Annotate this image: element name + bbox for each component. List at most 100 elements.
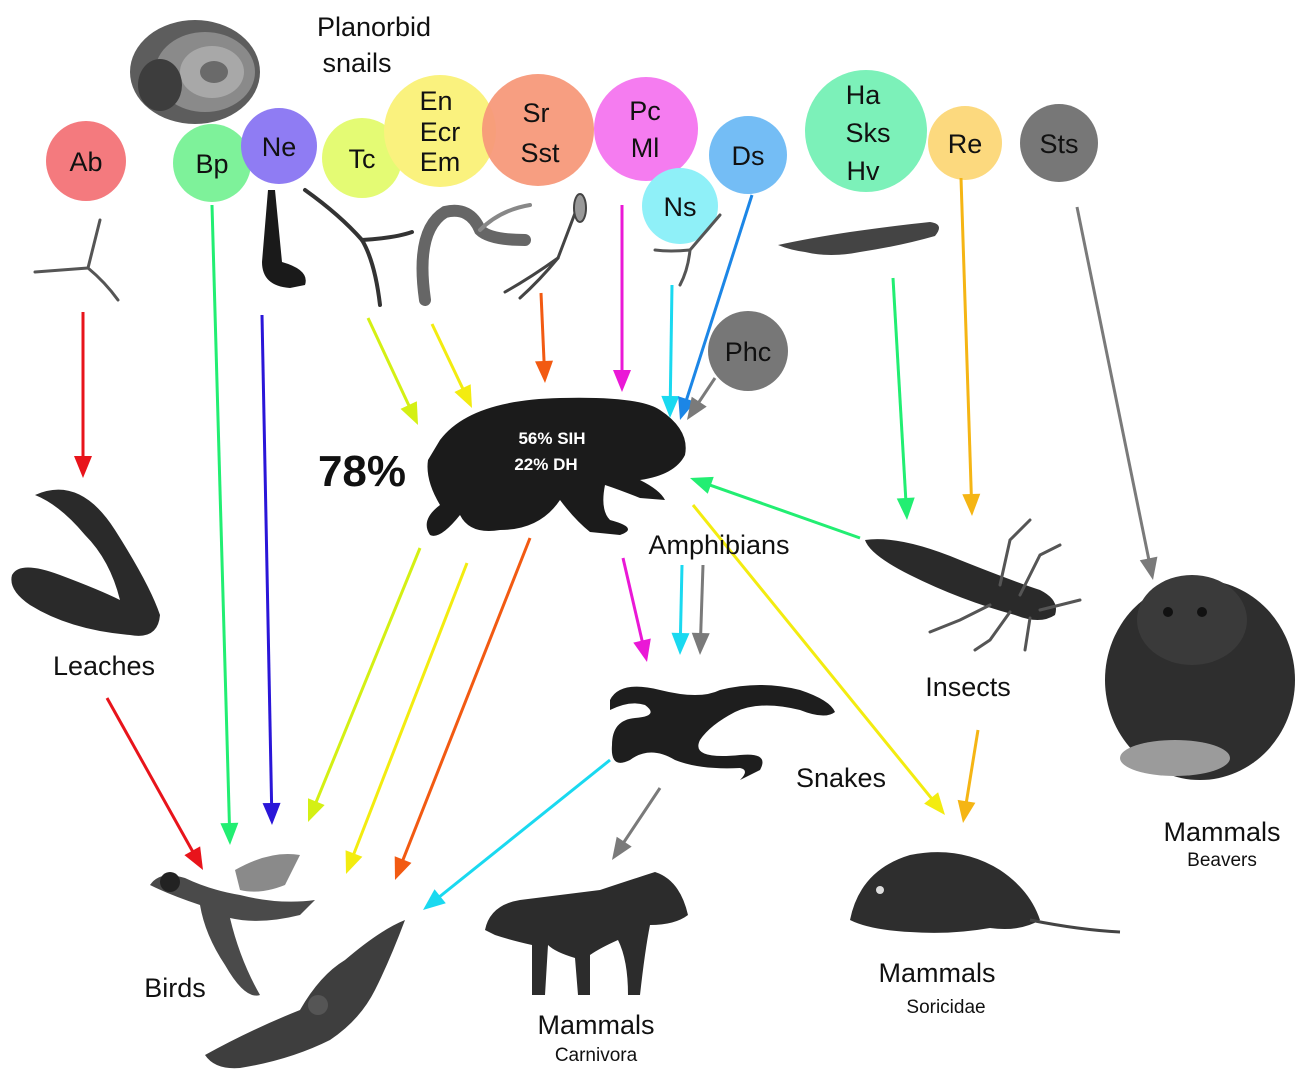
arrow-lime-15 bbox=[308, 548, 420, 822]
node-ha-label-1: Ha bbox=[846, 80, 881, 110]
arrow-blue-3 bbox=[262, 315, 281, 825]
node-bp-label: Bp bbox=[195, 149, 228, 179]
arrow-grey-24 bbox=[612, 788, 660, 860]
insects-label: Insects bbox=[925, 672, 1011, 702]
node-sr-label-2: Sst bbox=[520, 138, 560, 168]
arrow-gold-13 bbox=[961, 178, 980, 516]
cercaria-tc-illustration bbox=[305, 190, 412, 305]
arrow-head bbox=[74, 456, 92, 478]
beaver-illustration bbox=[1105, 575, 1295, 780]
arrow-head bbox=[962, 494, 980, 516]
node-sr-label-1: Sr bbox=[523, 98, 550, 128]
node-ne: Ne bbox=[241, 108, 317, 184]
arrow-yellow-16 bbox=[346, 563, 467, 874]
node-pc: Pc Ml bbox=[594, 77, 698, 181]
arrow-shaft bbox=[966, 730, 978, 803]
cercaria-ne-illustration bbox=[262, 190, 306, 288]
arrow-head bbox=[671, 633, 689, 655]
arrow-shaft bbox=[262, 315, 272, 805]
arrow-shaft bbox=[368, 318, 410, 407]
arrow-head bbox=[263, 803, 281, 825]
node-ab-label: Ab bbox=[69, 147, 102, 177]
arrow-shaft bbox=[701, 565, 703, 635]
arrow-lime-4 bbox=[368, 318, 418, 425]
mammals-carnivora-label: Mammals bbox=[537, 1010, 654, 1040]
arrow-head bbox=[184, 846, 203, 870]
arrow-shaft bbox=[670, 285, 672, 398]
arrow-shaft bbox=[961, 178, 971, 496]
arrow-shaft bbox=[316, 548, 420, 803]
arrow-shaft bbox=[212, 205, 229, 825]
node-phc-label: Phc bbox=[725, 337, 772, 367]
node-en: En Ecr Em bbox=[384, 75, 496, 187]
arrow-shaft bbox=[432, 324, 463, 390]
beavers-sublabel: Beavers bbox=[1187, 850, 1257, 871]
snakes-label: Snakes bbox=[796, 763, 886, 793]
node-pc-label-2: Ml bbox=[631, 133, 660, 163]
amphibians-label: Amphibians bbox=[648, 530, 789, 560]
arrow-green-12 bbox=[893, 278, 915, 520]
percent-label: 78% bbox=[318, 447, 406, 496]
shrew-illustration bbox=[850, 852, 1120, 933]
arrow-shaft bbox=[623, 558, 643, 643]
arrow-orange-17 bbox=[395, 538, 530, 880]
soricidae-sublabel: Soricidae bbox=[906, 997, 985, 1018]
arrow-shaft bbox=[107, 698, 193, 853]
arrow-head bbox=[1140, 557, 1158, 580]
mammals-soricidae-label: Mammals bbox=[878, 958, 995, 988]
node-sr: Sr Sst bbox=[482, 74, 594, 186]
arrow-head bbox=[423, 889, 446, 910]
snail-illustration bbox=[130, 20, 260, 124]
insect-illustration bbox=[865, 520, 1080, 650]
arrow-green-2 bbox=[212, 205, 238, 845]
carnivora-sublabel: Carnivora bbox=[555, 1045, 638, 1066]
node-en-label-1: En bbox=[419, 86, 452, 116]
node-en-label-3: Em bbox=[420, 147, 461, 177]
arrow-grey-20 bbox=[692, 565, 710, 655]
birds-label: Birds bbox=[144, 973, 206, 1003]
arrow-head bbox=[958, 800, 976, 823]
arrow-shaft bbox=[541, 293, 544, 363]
frog-illustration: 56% SIH 22% DH bbox=[427, 398, 686, 536]
arrow-head bbox=[220, 823, 238, 845]
arrow-magenta-18 bbox=[623, 558, 651, 662]
frog-dh-label: 22% DH bbox=[514, 455, 577, 474]
arrow-yellow-5 bbox=[432, 324, 472, 408]
arrow-cyan-8 bbox=[661, 285, 679, 418]
arrow-shaft bbox=[698, 378, 715, 403]
node-ns-label: Ns bbox=[664, 192, 697, 222]
arrow-shaft bbox=[402, 538, 530, 861]
arrow-shaft bbox=[353, 563, 467, 855]
node-re: Re bbox=[928, 106, 1002, 180]
arrow-head bbox=[401, 401, 418, 425]
arrow-head bbox=[897, 498, 915, 520]
node-ha-label-2: Sks bbox=[845, 118, 890, 148]
arrow-grey-14 bbox=[1077, 207, 1157, 580]
frog-sih-label: 56% SIH bbox=[518, 429, 585, 448]
node-pc-label-1: Pc bbox=[629, 96, 661, 126]
arrow-head bbox=[454, 384, 472, 408]
node-ds-label: Ds bbox=[732, 141, 765, 171]
arrow-shaft bbox=[1077, 207, 1149, 560]
arrow-head bbox=[308, 798, 325, 822]
arrow-magenta-7 bbox=[613, 205, 631, 392]
node-ne-label: Ne bbox=[262, 132, 297, 162]
arrow-head bbox=[346, 850, 363, 874]
cercaria-ha-illustration bbox=[778, 222, 939, 255]
node-phc: Phc bbox=[708, 311, 788, 391]
node-ha: Ha Sks Hv bbox=[805, 70, 927, 192]
planorbid-label-1: Planorbid bbox=[317, 12, 431, 42]
node-tc-label: Tc bbox=[349, 144, 376, 174]
arrow-cyan-23 bbox=[423, 760, 610, 910]
arrow-shaft bbox=[893, 278, 906, 500]
arrow-head bbox=[612, 837, 632, 860]
node-sts: Sts bbox=[1020, 104, 1098, 182]
arrow-shaft bbox=[680, 565, 682, 635]
arrows-layer bbox=[74, 178, 1157, 910]
arrow-red-22 bbox=[107, 698, 203, 870]
arrow-head bbox=[924, 792, 945, 815]
arrow-green-11 bbox=[690, 477, 860, 538]
arrow-head bbox=[692, 633, 710, 655]
node-ha-label-3: Hv bbox=[847, 156, 880, 186]
arrow-cyan-19 bbox=[671, 565, 689, 655]
